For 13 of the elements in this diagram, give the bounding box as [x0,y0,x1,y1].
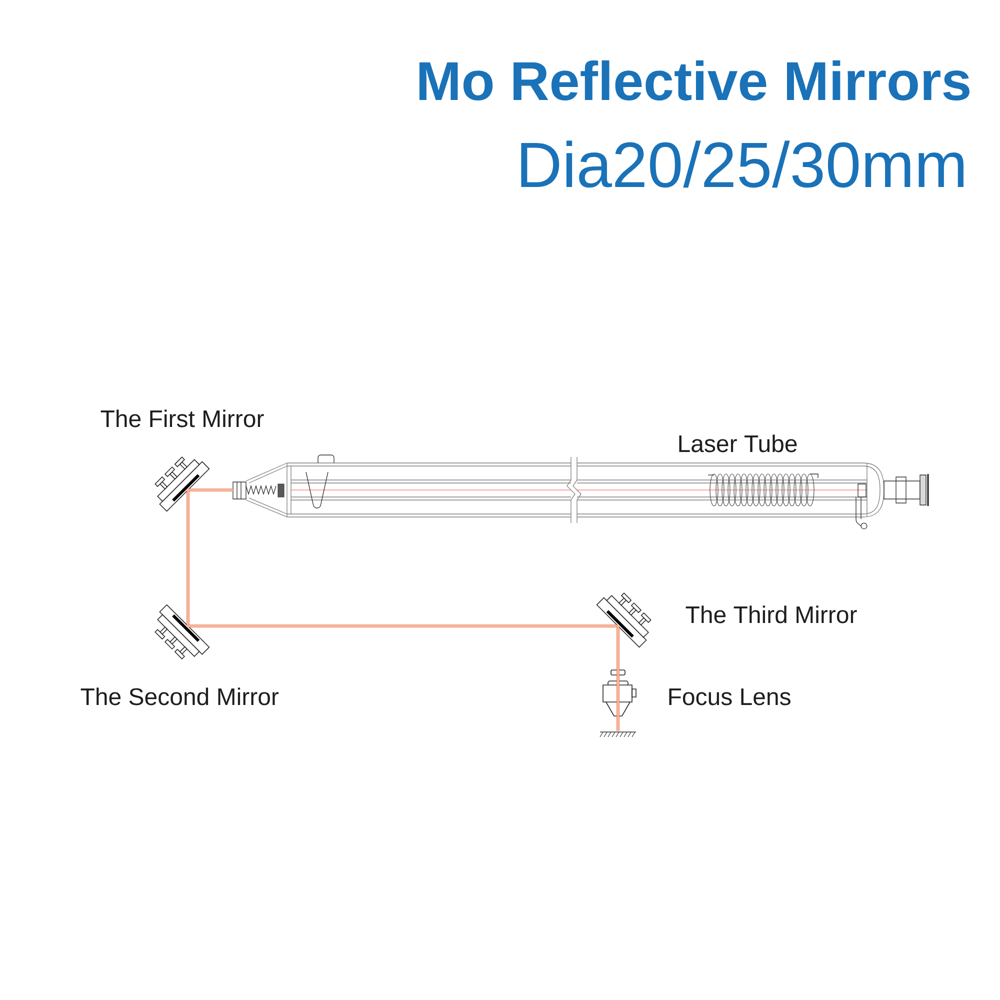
part-label: Laser Tube [679,434,797,452]
subtitle: Dia20/25/30mm [521,140,964,188]
part-label: The First Mirror [100,410,264,428]
laser-beam [188,624,618,628]
work-surface [600,732,636,738]
laser-beam [616,718,620,731]
laser-beam [186,490,190,626]
part-label: The Third Mirror [686,606,857,624]
title: Mo Reflective Mirrors [419,60,970,101]
laser-beam [188,488,233,492]
part-label: The Second Mirror [80,688,279,706]
laser-beam [616,626,620,670]
part-label: Focus Lens [669,688,790,706]
